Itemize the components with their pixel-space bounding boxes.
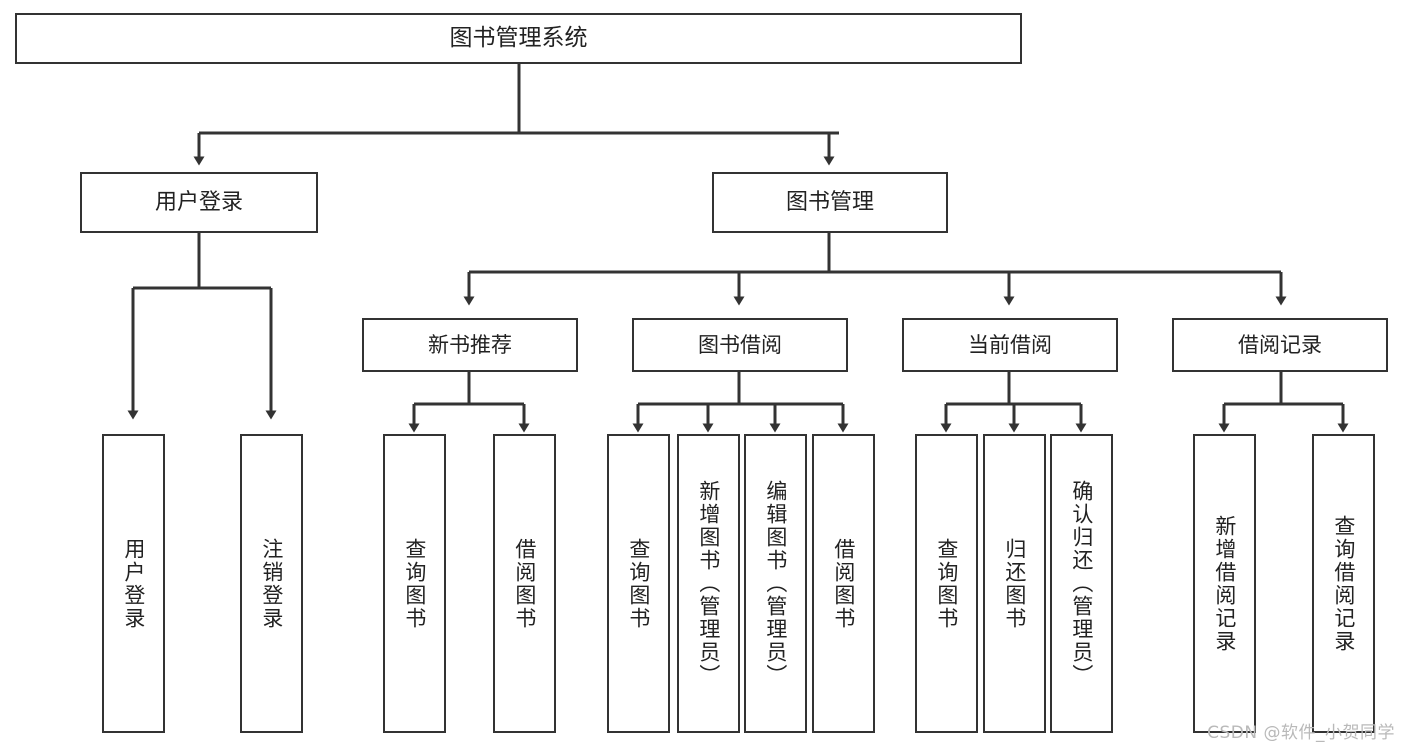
node-label: 注销登录 xyxy=(259,537,284,630)
node-label: 新书推荐 xyxy=(428,332,512,357)
node-label: 图书管理系统 xyxy=(449,24,588,51)
node-label: 确认归还（管理员） xyxy=(1069,480,1094,687)
node-label: 当前借阅 xyxy=(968,332,1052,357)
node-label: 用户登录 xyxy=(121,537,146,630)
node-new-book-recommend[interactable]: 新书推荐 xyxy=(362,318,578,372)
node-book-management[interactable]: 图书管理 xyxy=(712,172,948,233)
node-label: 借阅图书 xyxy=(512,537,537,630)
leaf-nb-query-book[interactable]: 查询图书 xyxy=(383,434,446,733)
node-label: 查询图书 xyxy=(402,537,427,630)
node-label: 新增图书（管理员） xyxy=(696,480,721,687)
leaf-bb-borrow-book[interactable]: 借阅图书 xyxy=(812,434,875,733)
node-label: 借阅记录 xyxy=(1238,332,1322,357)
watermark-text: CSDN @软件_小贺同学 xyxy=(1207,723,1395,743)
leaf-logout[interactable]: 注销登录 xyxy=(240,434,303,733)
node-user-login[interactable]: 用户登录 xyxy=(80,172,318,233)
node-label: 查询图书 xyxy=(626,537,651,630)
leaf-bb-query-book[interactable]: 查询图书 xyxy=(607,434,670,733)
leaf-bb-edit-book-admin[interactable]: 编辑图书（管理员） xyxy=(744,434,807,733)
node-label: 编辑图书（管理员） xyxy=(763,480,788,687)
node-label: 借阅图书 xyxy=(831,537,856,630)
node-root-system[interactable]: 图书管理系统 xyxy=(15,13,1022,64)
leaf-cb-confirm-return-admin[interactable]: 确认归还（管理员） xyxy=(1050,434,1113,733)
leaf-br-query-record[interactable]: 查询借阅记录 xyxy=(1312,434,1375,733)
leaf-cb-return-book[interactable]: 归还图书 xyxy=(983,434,1046,733)
leaf-nb-borrow-book[interactable]: 借阅图书 xyxy=(493,434,556,733)
leaf-br-add-record[interactable]: 新增借阅记录 xyxy=(1193,434,1256,733)
node-label: 查询借阅记录 xyxy=(1331,514,1356,653)
node-label: 图书借阅 xyxy=(698,332,782,357)
leaf-user-login[interactable]: 用户登录 xyxy=(102,434,165,733)
node-label: 新增借阅记录 xyxy=(1212,514,1237,653)
node-borrow-record[interactable]: 借阅记录 xyxy=(1172,318,1388,372)
node-label: 查询图书 xyxy=(934,537,959,630)
node-current-borrow[interactable]: 当前借阅 xyxy=(902,318,1118,372)
node-book-borrow[interactable]: 图书借阅 xyxy=(632,318,848,372)
leaf-bb-add-book-admin[interactable]: 新增图书（管理员） xyxy=(677,434,740,733)
node-label: 图书管理 xyxy=(785,189,874,215)
node-label: 归还图书 xyxy=(1002,537,1027,630)
leaf-cb-query-book[interactable]: 查询图书 xyxy=(915,434,978,733)
node-label: 用户登录 xyxy=(154,189,243,215)
